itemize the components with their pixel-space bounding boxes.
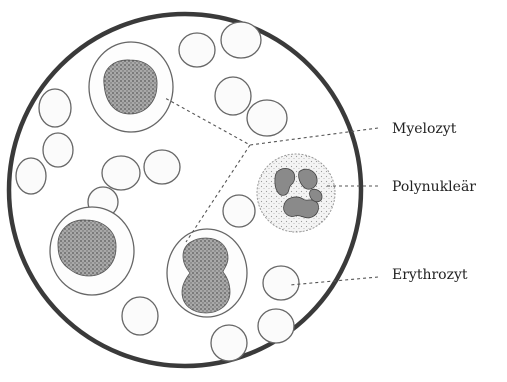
myelocyte-nucleus <box>182 238 230 313</box>
erythrocyte-label: Erythrozyt <box>392 267 468 283</box>
erythrocyte <box>179 33 215 67</box>
erythrocyte <box>39 89 71 127</box>
erythrocyte <box>43 133 73 167</box>
myelocyte-label: Myelozyt <box>392 121 457 137</box>
myelocyte-nucleus <box>104 60 157 114</box>
erythrocyte <box>211 325 247 361</box>
myelocyte-cell <box>167 229 247 317</box>
myelocyte-cell <box>89 42 173 132</box>
erythrocyte <box>221 22 261 58</box>
erythrocyte <box>122 297 158 335</box>
erythrocyte <box>247 100 287 136</box>
erythrocyte <box>144 150 180 184</box>
erythrocyte <box>223 195 255 227</box>
erythrocyte <box>258 309 294 343</box>
erythrocyte <box>102 156 140 190</box>
polynuclear-label: Polynukleär <box>392 179 476 195</box>
erythrocyte <box>215 77 251 115</box>
erythrocyte <box>263 266 299 300</box>
myelocyte-cell <box>50 207 134 295</box>
polynuclear-cell <box>257 154 335 232</box>
erythrocyte <box>16 158 46 194</box>
